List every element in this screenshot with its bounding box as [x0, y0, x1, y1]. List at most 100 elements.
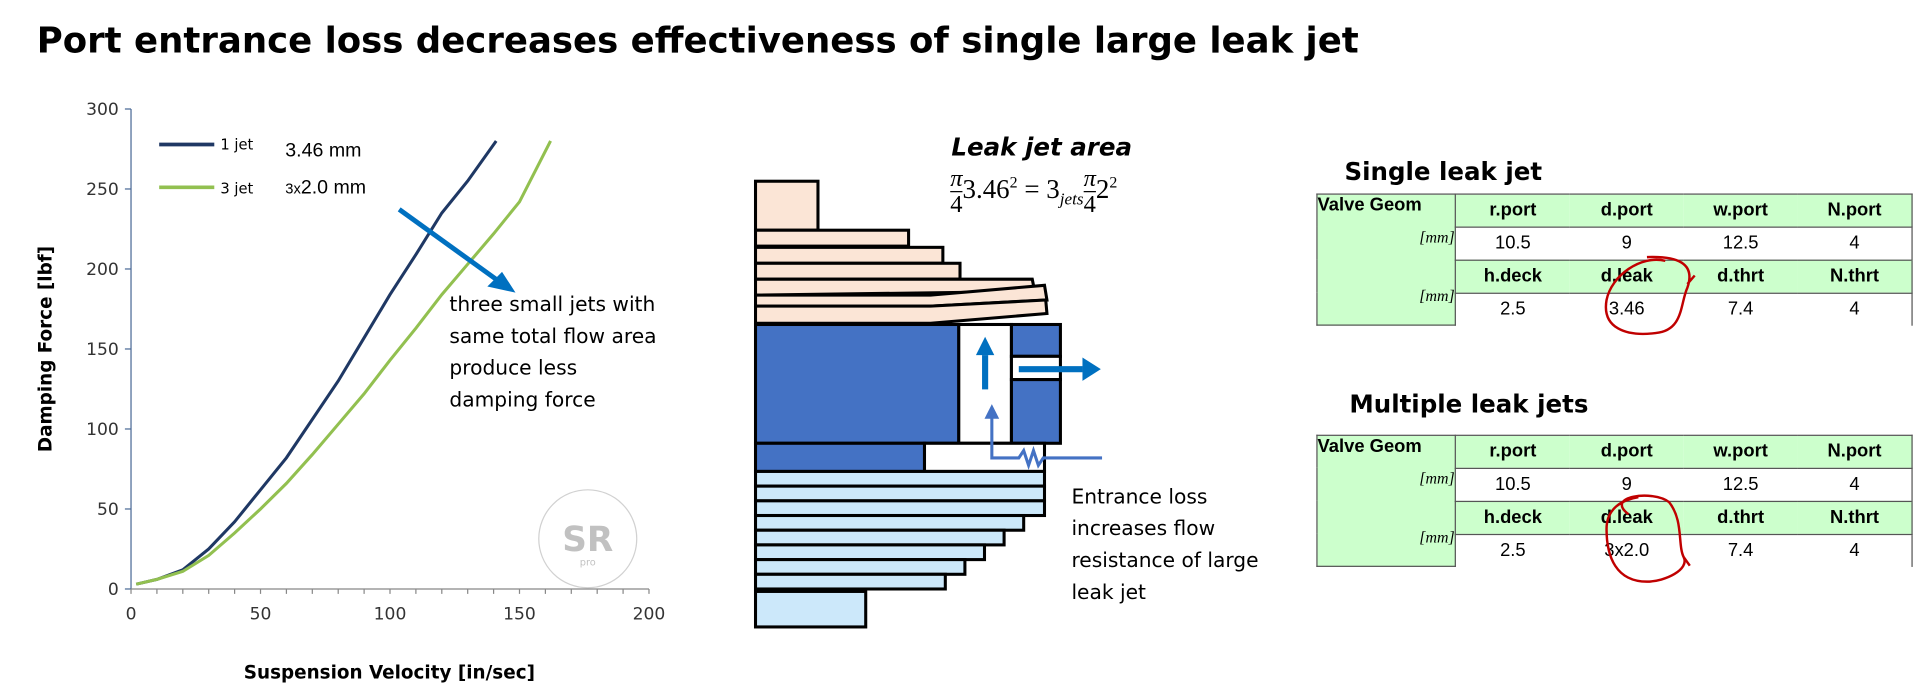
- y-tick-label: 100: [86, 420, 119, 440]
- column-header: d.port: [1569, 434, 1684, 469]
- annotation-line: same total flow area: [449, 324, 657, 348]
- flow-arrow-out: [1018, 366, 1083, 373]
- piston-right-upper: [1009, 322, 1062, 358]
- table-cell: 3.46: [1608, 298, 1645, 320]
- eq-pi: π: [950, 165, 963, 193]
- bottom-shim-block: [753, 589, 868, 629]
- column-header: w.port: [1683, 434, 1798, 469]
- legend-label-1-jet: 1 jet: [220, 136, 253, 153]
- unit-label: [mm]: [1419, 227, 1455, 247]
- entrance-loss-note: Entrance loss increases flow resistance …: [1071, 481, 1258, 608]
- table-cell: 12.5: [1722, 233, 1759, 254]
- series-line-3-jet: [135, 140, 552, 586]
- leak-jet-area-heading: Leak jet area: [951, 132, 1132, 162]
- entrance-loss-flow-path: [990, 413, 1103, 471]
- eq-coef: 3: [1046, 173, 1060, 204]
- table-cell: 4: [1797, 468, 1913, 502]
- column-header: d.thrt: [1683, 259, 1798, 294]
- series-line-1-jet: [135, 140, 498, 586]
- x-tick-label: 150: [503, 605, 536, 625]
- slide-title: Port entrance loss decreases effectivene…: [36, 19, 1359, 62]
- table-row: 10.5 9 12.5 4: [1317, 468, 1913, 502]
- table-row: 10.5 9 12.5 4: [1317, 226, 1913, 260]
- legend: 1 jet 3.46 mm 3 jet 3x2.0 mm: [159, 136, 366, 198]
- table-title: Multiple leak jets: [1349, 389, 1589, 419]
- column-header: h.deck: [1455, 500, 1570, 535]
- valve-diagram: [753, 179, 1103, 629]
- column-header: N.port: [1797, 193, 1913, 228]
- flow-arrow-up: [982, 355, 989, 390]
- eq-exp: 2: [1109, 172, 1118, 192]
- unit-label: [mm]: [1419, 527, 1455, 547]
- shift-arrow: [397, 207, 516, 293]
- column-header: h.deck: [1455, 259, 1570, 294]
- table-label-cell: Valve Geom[mm][mm]: [1316, 193, 1456, 326]
- table-cell: 10.5: [1494, 474, 1531, 496]
- y-tick-label: 300: [86, 100, 119, 120]
- legend-annotation-value: 2.0 mm: [301, 176, 366, 198]
- bottom-shim: [753, 513, 1026, 532]
- note-line: Entrance loss: [1071, 484, 1208, 509]
- x-tick-label: 50: [250, 605, 272, 625]
- table-cell: 2.5: [1500, 298, 1526, 320]
- column-header: N.thrt: [1797, 259, 1913, 294]
- bottom-shim: [753, 543, 987, 562]
- watermark-logo: SR pro: [538, 489, 638, 589]
- note-line: increases flow: [1071, 516, 1216, 541]
- bottom-shim: [753, 528, 1006, 547]
- table-title: Single leak jet: [1344, 156, 1543, 187]
- unit-label: [mm]: [1419, 468, 1455, 488]
- x-tick-label: 0: [126, 605, 137, 625]
- eq-exp: 2: [1009, 172, 1018, 192]
- column-header: N.thrt: [1797, 500, 1913, 535]
- bottom-shim: [753, 572, 947, 591]
- annotation-line: damping force: [449, 388, 596, 412]
- y-tick-label: 150: [86, 340, 119, 360]
- table-cell: 4: [1797, 534, 1913, 567]
- column-header: N.port: [1797, 434, 1913, 469]
- flow-arrows: [975, 336, 1101, 390]
- table-cell: 2.5: [1500, 540, 1526, 561]
- y-tick-label: 50: [97, 500, 119, 520]
- x-tick-label: 100: [374, 605, 407, 625]
- bottom-shim: [753, 499, 1047, 518]
- top-shim: [753, 228, 911, 248]
- entrance-flow-arrow-head: [984, 404, 1000, 419]
- eq-lhs: 3.46: [962, 173, 1010, 204]
- piston-lower: [753, 441, 927, 473]
- top-shim-block: [753, 179, 820, 232]
- flow-arrow-up-head: [975, 336, 995, 356]
- annotation-line: produce less: [449, 356, 578, 380]
- legend-annotation-1-jet: 3.46 mm: [285, 140, 361, 162]
- y-axis-label: Damping Force [lbf]: [35, 246, 56, 452]
- table-label-cell: Valve Geom[mm][mm]: [1316, 434, 1456, 567]
- legend-annotation-3-jet: 3x2.0 mm: [285, 176, 366, 198]
- table-cell: 10.5: [1494, 233, 1531, 254]
- table-cell: 12.5: [1722, 474, 1759, 496]
- bottom-shim: [753, 469, 1047, 488]
- eq-den: 4: [950, 191, 963, 218]
- legend-annotation-prefix: 3x: [285, 181, 301, 197]
- table-cell: 4: [1797, 226, 1913, 260]
- table-cell: 4: [1797, 292, 1913, 326]
- flow-arrow-out-head: [1082, 357, 1101, 381]
- unit-label: [mm]: [1419, 286, 1455, 305]
- table-cell: 9: [1621, 233, 1632, 254]
- eq-rhs: 2: [1095, 173, 1110, 204]
- annotation-line: three small jets with: [449, 292, 656, 316]
- table-cell: 9: [1621, 474, 1632, 496]
- column-header: d.port: [1569, 193, 1684, 228]
- bottom-shim: [753, 558, 967, 576]
- piston-body: [753, 322, 961, 445]
- svg-text:SR: SR: [562, 520, 613, 560]
- table-cell: 7.4: [1727, 540, 1754, 561]
- note-line: leak jet: [1071, 580, 1146, 604]
- chart-annotation: three small jets with same total flow ar…: [449, 289, 656, 416]
